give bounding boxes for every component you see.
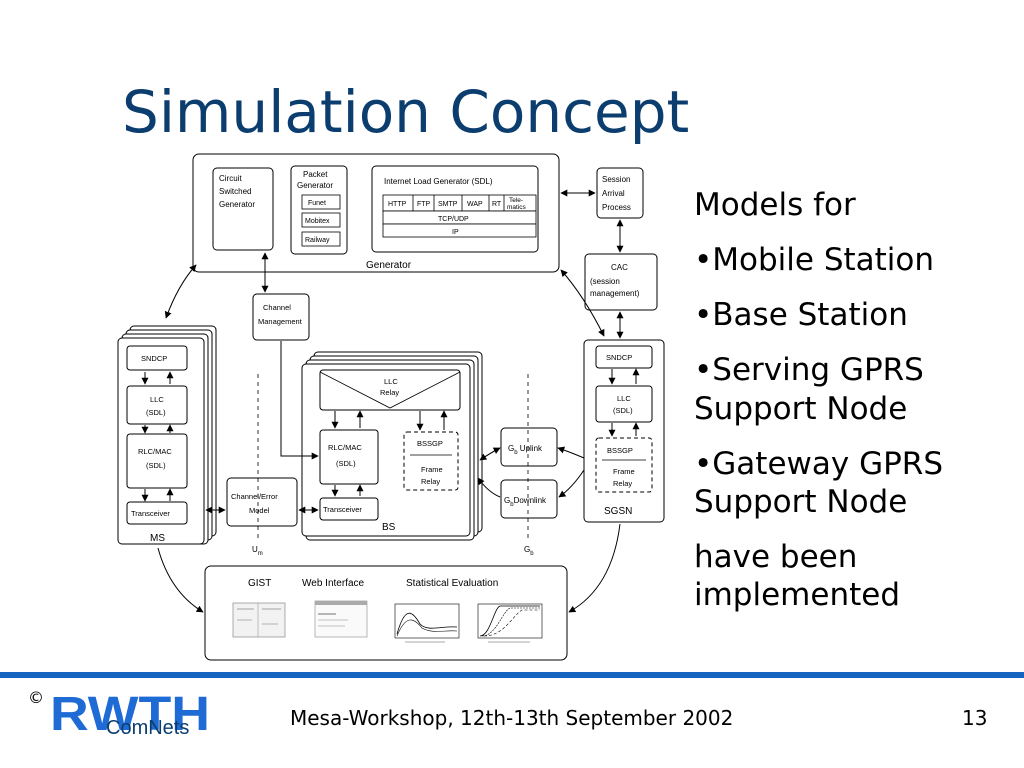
stat-plot-1: [394, 603, 460, 643]
sgsn-label: SGSN: [604, 506, 632, 517]
bs-llc-relay-2: Relay: [380, 388, 399, 397]
channel-error-block: Channel/Error Model: [226, 477, 298, 527]
stat-plot-2: [477, 603, 543, 643]
circuit-label-2: Switched: [219, 187, 251, 196]
protocol-rt: RT: [492, 201, 502, 208]
channel-management-block: Channel Management: [252, 293, 310, 341]
page-number: 13: [962, 706, 988, 730]
channel-error-1: Channel/Error: [231, 492, 278, 501]
gb-downlink-block: GbDownlink: [500, 479, 558, 519]
gb-label: Gb: [524, 545, 534, 557]
channel-mgmt-1: Channel: [263, 303, 291, 312]
bs-rlcmac-2: (SDL): [336, 459, 356, 468]
sgsn-bssgp: BSSGP: [607, 446, 633, 455]
bullet-sgsn: •Serving GPRS Support Node: [694, 352, 924, 427]
bullet-list: Models for •Mobile Station •Base Station…: [694, 186, 1014, 631]
web-thumbnail: [314, 600, 368, 638]
bullet-base-station: •Base Station: [694, 297, 908, 334]
packet-item-funet: Funet: [308, 200, 326, 207]
svg-text:Gb Uplink: Gb Uplink: [508, 444, 543, 456]
session-arrival-block: Session Arrival Process: [596, 167, 644, 219]
eval-stat: Statistical Evaluation: [406, 578, 498, 589]
protocol-http: HTTP: [388, 201, 407, 208]
packet-title-1: Packet: [303, 170, 328, 179]
circuit-label-3: Generator: [219, 200, 255, 209]
ms-rlcmac-2: (SDL): [146, 461, 166, 470]
layer-tcpudp: TCP/UDP: [438, 216, 469, 223]
circuit-switched-generator: [212, 167, 274, 251]
footer-workshop-text: Mesa-Workshop, 12th-13th September 2002: [290, 706, 734, 730]
bullet-models-for: Models for: [694, 187, 856, 223]
protocol-telematics-1: Tele-: [509, 197, 523, 204]
eval-web: Web Interface: [302, 578, 365, 589]
sgsn-block: SGSN SNDCP LLC (SDL) BSSGP Frame Relay: [583, 339, 665, 523]
sgsn-llc-1: LLC: [617, 394, 631, 403]
bullet-ggsn: •Gateway GPRS Support Node: [694, 445, 944, 520]
um-label: Um: [252, 545, 263, 557]
logo-top-text: RWTH: [50, 690, 210, 738]
protocol-wap: WAP: [467, 201, 483, 208]
bs-llc-relay-1: LLC: [384, 377, 398, 386]
gist-thumbnail: [232, 602, 286, 638]
channel-error-2: Model: [249, 506, 270, 515]
copyright-symbol: ©: [28, 688, 44, 707]
ms-transceiver: Transceiver: [131, 509, 170, 518]
connectors: [157, 189, 624, 613]
generator-block: Generator Circuit Switched Generator Pac…: [192, 153, 560, 273]
footer-divider: [0, 672, 1024, 678]
packet-item-mobitex: Mobitex: [305, 218, 330, 225]
ms-llc-2: (SDL): [146, 408, 166, 417]
packet-title-2: Generator: [297, 181, 333, 190]
slide-title: Simulation Concept: [122, 78, 690, 146]
circuit-label-1: Circuit: [219, 174, 242, 183]
rwth-comnets-logo: RWTH ComNets: [50, 690, 215, 738]
bullet-mobile-station: •Mobile Station: [694, 242, 935, 279]
sgsn-frame-relay-1: Frame: [613, 467, 635, 476]
gb-uplink-block: Gb Uplink: [500, 427, 558, 467]
generator-label: Generator: [366, 260, 412, 271]
protocol-telematics-2: matics: [507, 204, 527, 211]
cac-label-3: management): [590, 289, 640, 298]
ms-label: MS: [150, 533, 165, 544]
bs-block: BS LLC Relay RLC/MAC (SDL) BSSGP Frame R…: [301, 351, 483, 541]
evaluation-block: GIST Web Interface Statistical Evaluatio…: [204, 565, 568, 661]
internet-title: Internet Load Generator (SDL): [384, 177, 493, 186]
bs-transceiver: Transceiver: [323, 505, 362, 514]
bs-label: BS: [382, 522, 396, 533]
bs-rlcmac-1: RLC/MAC: [328, 443, 362, 452]
protocol-smtp: SMTP: [438, 201, 458, 208]
logo-bottom-text: ComNets: [106, 717, 189, 738]
channel-mgmt-2: Management: [258, 317, 303, 326]
bs-bssgp: BSSGP: [417, 439, 443, 448]
cac-block: CAC (session management): [584, 253, 658, 311]
sgsn-frame-relay-2: Relay: [613, 479, 632, 488]
eval-gist: GIST: [248, 578, 271, 589]
layer-ip: IP: [452, 229, 459, 236]
sgsn-sndcp: SNDCP: [606, 353, 632, 362]
ms-block: MS SNDCP LLC (SDL) RLC/MAC (SDL) Transce…: [117, 325, 217, 545]
sgsn-llc-2: (SDL): [613, 406, 633, 415]
bullet-implemented: have been implemented: [694, 538, 900, 613]
svg-text:GbDownlink: GbDownlink: [504, 496, 547, 508]
cac-label-1: CAC: [611, 263, 628, 272]
ms-sndcp: SNDCP: [141, 354, 167, 363]
session-label-2: Arrival: [602, 189, 625, 198]
ms-rlcmac-1: RLC/MAC: [138, 447, 172, 456]
session-label-3: Process: [602, 203, 631, 212]
cac-label-2: (session: [590, 277, 620, 286]
packet-item-railway: Railway: [305, 237, 330, 244]
bs-frame-relay-1: Frame: [421, 465, 443, 474]
ms-llc-1: LLC: [150, 395, 164, 404]
session-label-1: Session: [602, 175, 630, 184]
protocol-ftp: FTP: [417, 201, 431, 208]
bs-frame-relay-2: Relay: [421, 477, 440, 486]
